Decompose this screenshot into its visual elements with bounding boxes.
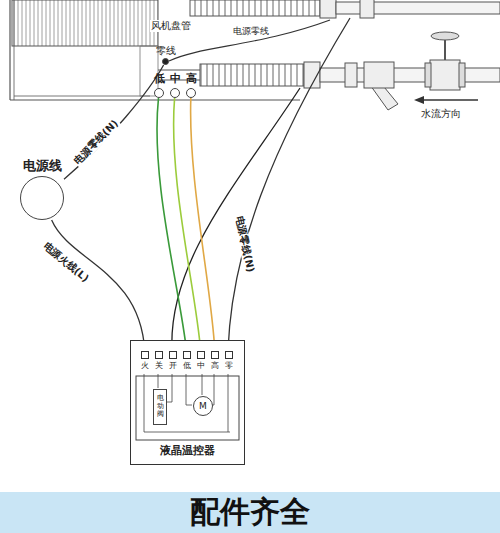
node-text: 低 <box>183 361 191 370</box>
fan-motor-circle: M <box>193 396 213 416</box>
neutral-terminal: 零线 <box>162 58 169 65</box>
wire-label: 电源零线 <box>232 26 270 36</box>
wire-label: 电源零线(N) <box>71 117 121 167</box>
node-text: 零 <box>225 361 233 370</box>
thermostat-terminal: 火 <box>141 351 149 359</box>
thermostat-terminal: 开 <box>169 351 177 359</box>
banner-text: 配件齐全 <box>189 495 311 530</box>
node-text: 低 <box>154 73 165 86</box>
thermostat-terminal: 中 <box>197 351 205 359</box>
node-text: 开 <box>169 361 177 370</box>
fan-terminal: 中 <box>170 88 180 98</box>
wire-label: 电源零线(N) <box>233 214 257 275</box>
thermostat-terminal: 关 <box>155 351 163 359</box>
node-text: 中 <box>197 361 205 370</box>
node-text: 关 <box>155 361 163 370</box>
fan-terminal: 高 <box>186 88 196 98</box>
node-text: 高 <box>186 73 197 86</box>
thermostat-terminal: 零 <box>225 351 233 359</box>
thermostat-terminal: 低 <box>183 351 191 359</box>
thermostat-box: 液晶温控器 火关开低中高零电动阀 M <box>130 340 245 465</box>
valve-box: 电动阀 <box>153 389 167 425</box>
node-text: 电动阀 <box>157 395 164 418</box>
power-cable-circle: 电源线 <box>20 176 64 220</box>
wire-label: 电源火线(L) <box>40 239 91 285</box>
node-text: 高 <box>211 361 219 370</box>
part-label: 风机盘管 <box>150 20 192 32</box>
fan-terminal: 低 <box>154 88 164 98</box>
wire-connector <box>64 65 164 179</box>
node-text: 火 <box>141 361 149 370</box>
node-text: M <box>199 401 207 411</box>
node-text: 液晶温控器 <box>160 445 215 458</box>
node-text: 中 <box>170 73 181 86</box>
thermostat-terminal: 高 <box>211 351 219 359</box>
flow-direction-label: 水流方向 <box>420 108 462 120</box>
node-text: 电源线 <box>23 159 62 174</box>
node-text: 零线 <box>156 45 176 57</box>
wire-connector <box>174 98 201 351</box>
wire-connector <box>191 98 215 351</box>
wire-connector <box>52 220 145 351</box>
